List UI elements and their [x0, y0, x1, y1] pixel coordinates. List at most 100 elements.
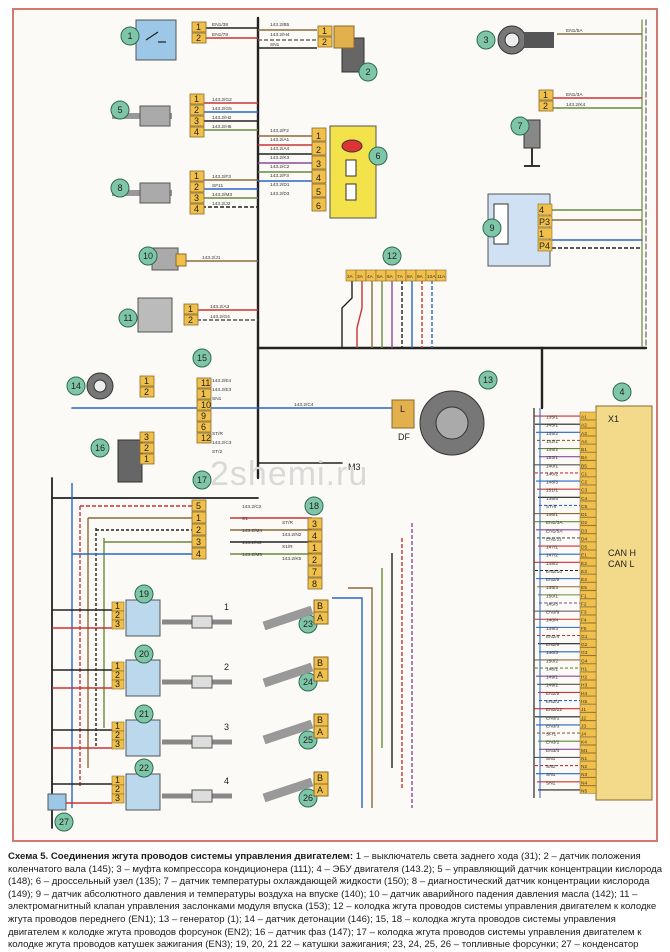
coil-pin-label: 3: [115, 619, 120, 629]
callout-4: 4: [612, 382, 632, 402]
ecu-wire-label: 149/1: [546, 675, 558, 681]
caption-title: Схема 5. Соединения жгута проводов систе…: [8, 851, 354, 862]
callout-number: 14: [71, 381, 81, 391]
ecu-pin-label: F5: [581, 626, 587, 632]
c5-pin-label: 4: [194, 127, 199, 137]
intake-valve-11: [137, 297, 173, 333]
ecu-wire-label: EN1/5A: [546, 528, 563, 534]
c8-pin-2: 2: [189, 181, 205, 193]
ecu-pin-label: C3: [581, 488, 587, 494]
callout-number: 3: [483, 35, 488, 45]
ecu-pin-label: B5: [581, 463, 587, 469]
c2-pin-1: 1: [317, 25, 333, 37]
c12-pin-6A: 6A: [385, 269, 397, 282]
ecu-wire-label: EN2/5: [546, 691, 560, 697]
cylinder-number: 3: [224, 722, 229, 732]
ecu-pin-J4: J4: [579, 728, 597, 738]
ecu-pin-D5: D5: [579, 541, 597, 551]
c18-pin-label: 1: [312, 543, 317, 553]
c18-pin-2: 2: [307, 553, 323, 566]
c5-pin-4: 4: [189, 126, 205, 138]
wire-label: 143.2/J2: [212, 201, 231, 207]
ecu-wire-label: EN3/9: [546, 610, 560, 616]
ecu-pin-label: J3: [581, 723, 586, 729]
ecu-pin-J3: J3: [579, 720, 597, 729]
wiring-diagram: X1 CAN H CAN L A1A2A3A4B1B4B5C1C2C3C4C5D…: [47, 16, 653, 832]
injector-pin-b: B: [317, 658, 323, 668]
callout-5: 5: [110, 100, 130, 120]
c12-pin-label: 8A: [407, 274, 414, 280]
ecu-pin-M1: M1: [579, 744, 597, 754]
ecu-pin-J1: J1: [579, 704, 597, 713]
wire-label: 143.2/D3: [270, 191, 290, 197]
ecu-wire-label: EN3/2: [546, 740, 560, 746]
callout-number: 1: [127, 31, 132, 41]
c6-pin-6: 6: [311, 197, 327, 212]
wire-label: 143.2/A1: [270, 137, 290, 143]
ecu-pin-label: J4: [581, 732, 586, 738]
ecu-pin-N1: N1: [579, 753, 597, 762]
ecu-wire-label: 150/2: [546, 658, 558, 664]
callout-number: 25: [303, 735, 313, 745]
sensor9-pin: 1: [537, 227, 553, 240]
wire-label: 143.2/K4: [566, 102, 586, 108]
ecu-pin-G1: G1: [579, 631, 597, 640]
c12-pin-label: 11A: [437, 274, 446, 280]
ecu-pin-H2: H2: [579, 671, 597, 681]
ecu-pin-label: C4: [581, 496, 587, 502]
ecu-pin-label: K4: [581, 740, 587, 746]
c17-pin-label: 4: [196, 549, 201, 559]
ecu-wire-label: 145/3: [546, 601, 558, 607]
crankshaft-sensor-2: [333, 25, 365, 73]
ecu-pin-label: J1: [581, 707, 586, 713]
ecu-wire-label: EN3/3: [546, 723, 560, 729]
cylinder-number: 1: [224, 602, 229, 612]
injector-26: BA: [262, 771, 329, 803]
c15-pin-11: 11: [196, 377, 212, 389]
c11-pin-2: 2: [183, 314, 199, 326]
c8-pin-label: 1: [194, 171, 199, 181]
c8-pin-label: 4: [194, 204, 199, 214]
ecu-wire-label: SN1: [546, 772, 556, 778]
coil-pin-label: 3: [115, 739, 120, 749]
ecu-pin-label: F2: [581, 601, 587, 607]
c6-pin-1: 1: [311, 127, 327, 142]
c6-pin-label: 4: [316, 173, 321, 183]
ecu-pin-C5: C5: [579, 501, 597, 510]
ecu-pin-label: F4: [581, 618, 587, 624]
c15-pin-label: 11: [201, 378, 210, 388]
spark-plug-2: 2: [162, 662, 232, 689]
ecu-pin-label: A2: [581, 423, 587, 429]
watermark: 2shemi.ru: [210, 455, 369, 493]
throttle-unit-6: [329, 125, 377, 219]
callout-1: 1: [120, 26, 140, 46]
ecu-pin-F4: F4: [579, 614, 597, 624]
ecu-wire-label: 140/3: [546, 650, 558, 656]
ecu-wire-label: 150/1: [546, 593, 558, 599]
ecu-pin-D2: D2: [579, 517, 597, 526]
ecu-pin-label: C5: [581, 504, 587, 510]
callout-27: 27: [54, 812, 74, 832]
ecu-pin-F5: F5: [579, 623, 597, 632]
c12-pin-label: 3A: [357, 274, 364, 280]
wire-label: EN1/78: [212, 32, 228, 38]
ecu-pin-B5: B5: [579, 460, 597, 469]
ecu-pin-label: A4: [581, 439, 587, 445]
ecu-wire-label: EN2/6: [546, 642, 560, 648]
coil-20: 123: [111, 659, 161, 697]
ground-m3: M3: [348, 462, 361, 472]
wire-labels: EN1/38EN1/78143.2/B5143.2/H4SN1143.2/G21…: [202, 22, 586, 562]
wire-label: 143.2/N2: [282, 532, 302, 538]
ecu-pin-label: H1: [581, 666, 587, 672]
ecu-pin-E2: E2: [579, 558, 597, 567]
ecu-pin-label: C2: [581, 480, 587, 486]
wire-label: 143.2/M4: [242, 528, 262, 534]
ecu-wire-label: EN2/4: [546, 634, 560, 640]
c15-pin-label: 10: [201, 400, 211, 410]
ecu-can-l: CAN L: [608, 559, 635, 569]
ecu-pin-H5: H5: [579, 696, 597, 705]
spark-plug-3: 3: [162, 722, 232, 749]
ac-clutch-3: [497, 25, 554, 55]
c1-pin-1: 1: [191, 21, 207, 33]
c8-pin-label: 2: [194, 182, 199, 192]
